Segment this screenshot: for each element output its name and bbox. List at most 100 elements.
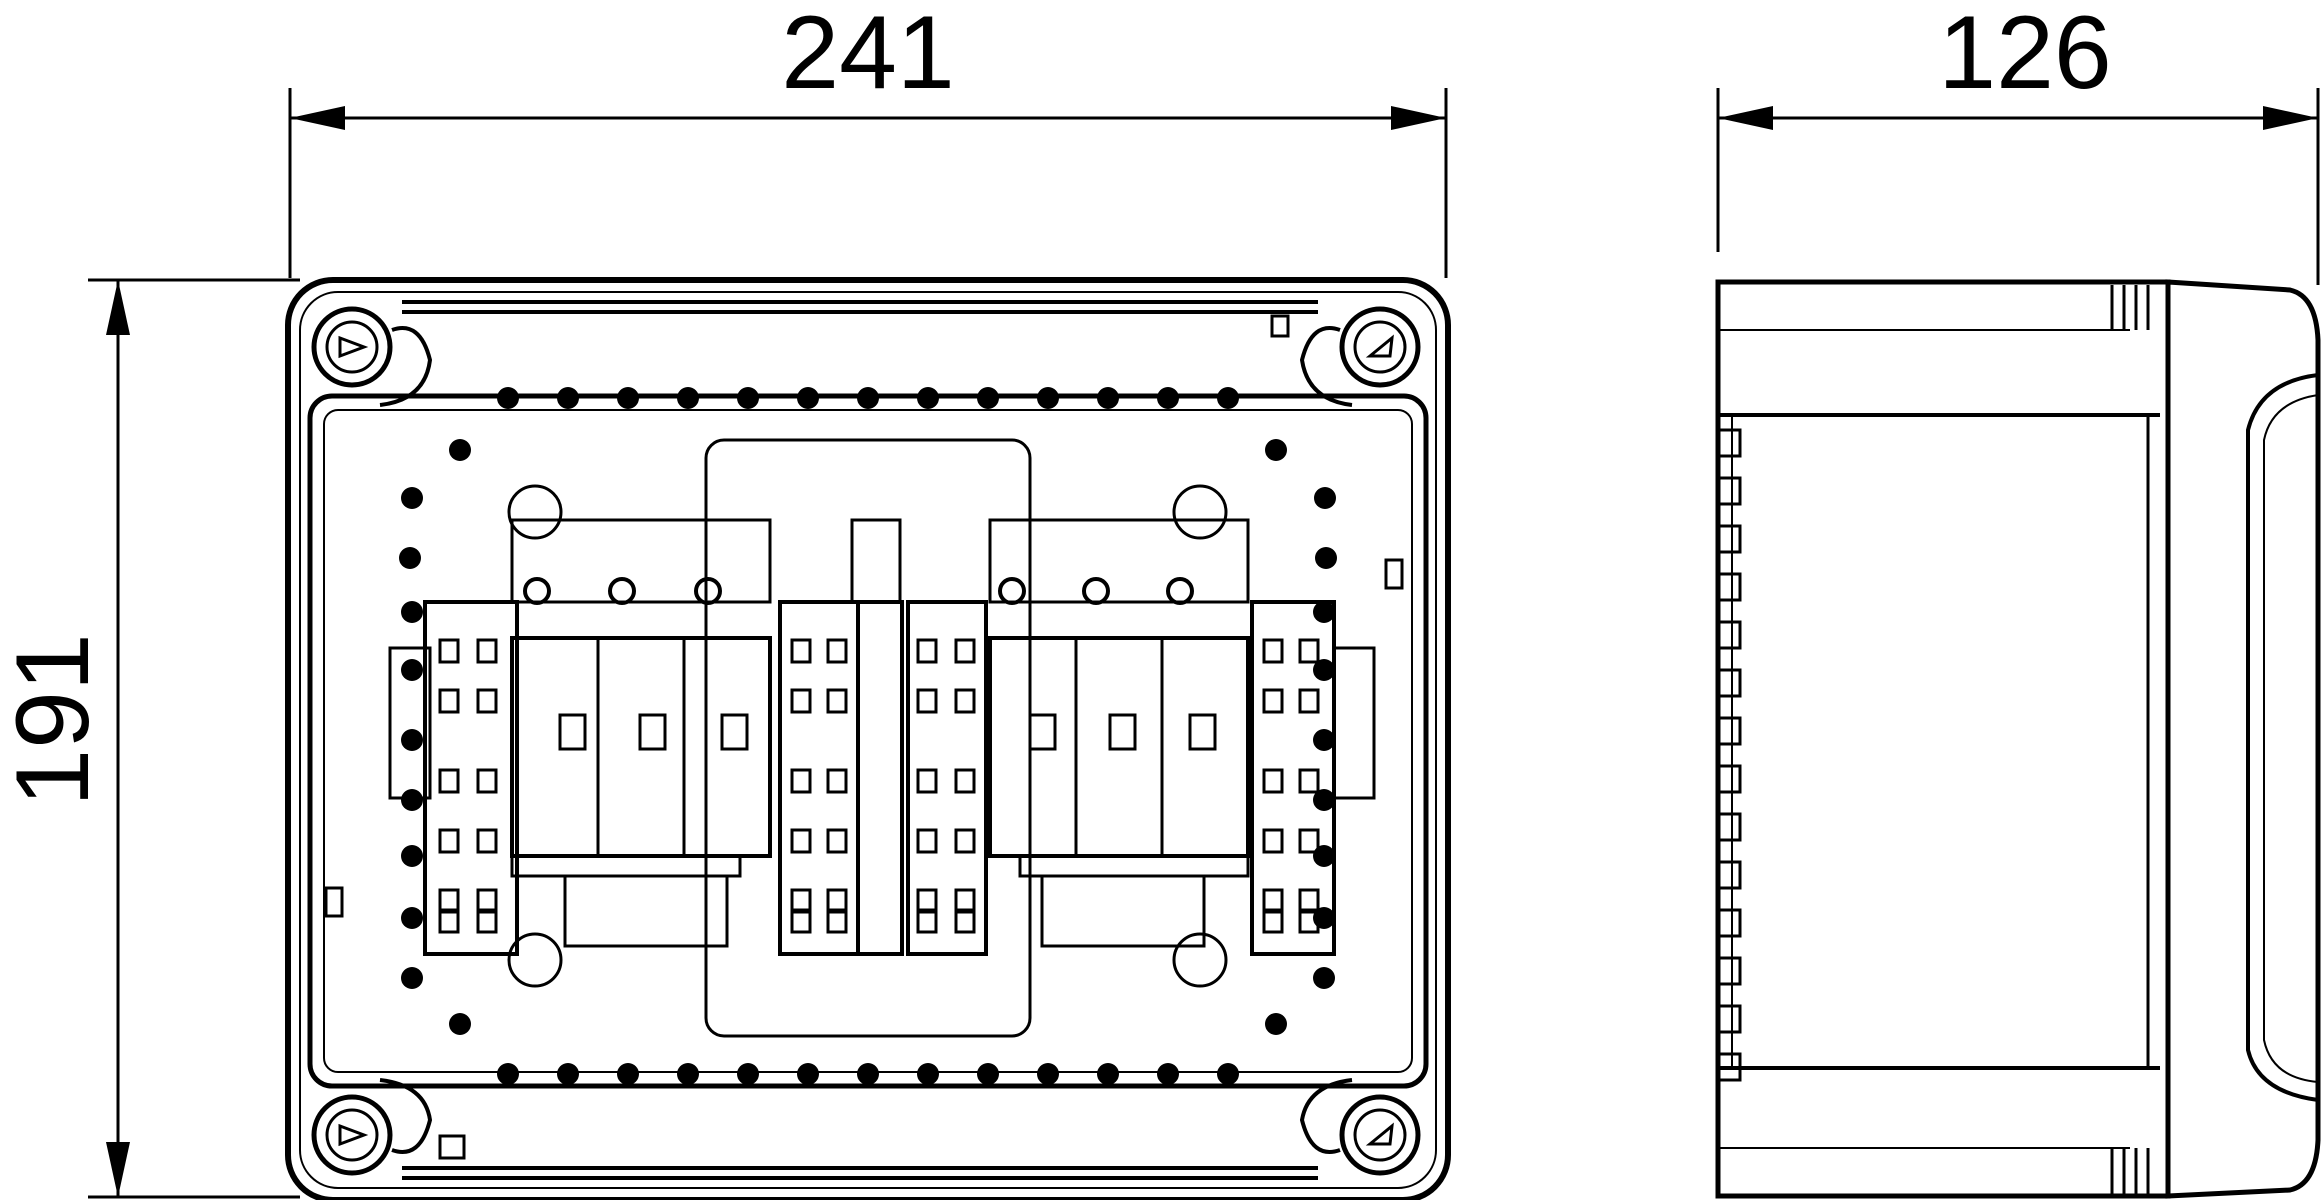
- mounting-hole: [1157, 387, 1179, 409]
- terminal-slot: [954, 888, 976, 914]
- mounting-hole: [1097, 1063, 1119, 1085]
- mounting-hole: [1217, 1063, 1239, 1085]
- mounting-hole: [449, 439, 471, 461]
- terminal-slot: [1298, 888, 1320, 914]
- terminal-slot: [1298, 908, 1320, 934]
- mounting-hole: [917, 387, 939, 409]
- terminal-slot: [954, 638, 976, 664]
- mounting-hole: [1313, 659, 1335, 681]
- terminal-slot: [1298, 688, 1320, 714]
- mounting-hole: [401, 659, 423, 681]
- mounting-hole: [399, 547, 421, 569]
- mounting-hole: [977, 1063, 999, 1085]
- mounting-hole: [617, 387, 639, 409]
- terminal-slot: [790, 828, 812, 854]
- height-label: 191: [0, 633, 111, 807]
- terminal-slot: [476, 908, 498, 934]
- side-body: [1715, 279, 2171, 1199]
- mounting-hole: [1313, 845, 1335, 867]
- mounting-hole: [1313, 729, 1335, 751]
- mounting-hole: [401, 845, 423, 867]
- mounting-hole: [917, 1063, 939, 1085]
- mounting-hole: [977, 387, 999, 409]
- terminal-slot: [1262, 638, 1284, 664]
- mounting-hole: [401, 907, 423, 929]
- mounting-hole: [1037, 387, 1059, 409]
- terminal-slot: [1262, 828, 1284, 854]
- mounting-hole: [797, 1063, 819, 1085]
- mounting-plate: [704, 438, 1032, 1038]
- side-clip: [1716, 764, 1742, 794]
- terminal-slot: [1298, 828, 1320, 854]
- mounting-hole: [1037, 1063, 1059, 1085]
- side-clip: [1716, 524, 1742, 554]
- mounting-hole: [1157, 1063, 1179, 1085]
- mounting-hole: [1265, 439, 1287, 461]
- side-clip: [1716, 572, 1742, 602]
- mounting-hole: [497, 387, 519, 409]
- terminal-slot: [438, 638, 460, 664]
- terminal-slot: [438, 828, 460, 854]
- dimension-height: 191: [0, 278, 300, 1199]
- terminal-slot: [954, 768, 976, 794]
- terminal-slot: [954, 688, 976, 714]
- terminal-slot: [476, 828, 498, 854]
- side-clips: [1716, 428, 1742, 1082]
- mounting-hole: [677, 1063, 699, 1085]
- mounting-hole: [1265, 1013, 1287, 1035]
- mounting-hole: [1313, 967, 1335, 989]
- spd-module-icon: [988, 518, 1250, 948]
- terminal-slot: [1262, 908, 1284, 934]
- terminal-slots: [438, 638, 1320, 934]
- side-clip: [1716, 716, 1742, 746]
- terminal-slot: [954, 828, 976, 854]
- mounting-holes: [399, 387, 1337, 1085]
- terminal-slot: [826, 888, 848, 914]
- mounting-hole: [857, 387, 879, 409]
- mounting-hole: [617, 1063, 639, 1085]
- mounting-hole: [1315, 547, 1337, 569]
- side-clip: [1716, 812, 1742, 842]
- terminal-slot: [438, 908, 460, 934]
- mounting-hole: [401, 967, 423, 989]
- enclosure-outline: [285, 277, 1451, 1200]
- terminal-slot: [916, 638, 938, 664]
- side-lid: [2165, 279, 2321, 1199]
- mounting-hole: [797, 387, 819, 409]
- mounting-hole: [1217, 387, 1239, 409]
- width-label: 241: [781, 0, 955, 111]
- mounting-hole: [1313, 601, 1335, 623]
- mounting-hole: [737, 1063, 759, 1085]
- mounting-hole: [401, 729, 423, 751]
- terminal-slot: [790, 688, 812, 714]
- switch-module-icon: [510, 518, 772, 948]
- terminal-slot: [438, 688, 460, 714]
- terminal-slot: [1298, 768, 1320, 794]
- terminal-slot: [1262, 768, 1284, 794]
- mounting-hole: [1097, 387, 1119, 409]
- mounting-hole: [401, 601, 423, 623]
- terminal-slot: [790, 768, 812, 794]
- mounting-hole: [1313, 789, 1335, 811]
- terminal-slot: [476, 688, 498, 714]
- mounting-hole: [557, 387, 579, 409]
- dimension-depth: 126: [1716, 0, 2320, 285]
- mounting-hole: [401, 487, 423, 509]
- terminal-slot: [1262, 888, 1284, 914]
- terminal-slot: [438, 768, 460, 794]
- terminal-slot: [476, 768, 498, 794]
- enclosure-seal: [307, 393, 1429, 1089]
- terminal-slot: [916, 688, 938, 714]
- terminal-slot: [826, 768, 848, 794]
- terminal-slot: [790, 908, 812, 934]
- side-clip: [1716, 476, 1742, 506]
- front-view: [285, 277, 1451, 1200]
- terminal-slot: [1298, 638, 1320, 664]
- terminal-slot: [1262, 688, 1284, 714]
- side-view: [1715, 279, 2321, 1199]
- mounting-hole: [557, 1063, 579, 1085]
- terminal-slot: [826, 688, 848, 714]
- side-clip: [1716, 1004, 1742, 1034]
- mounting-hole: [497, 1063, 519, 1085]
